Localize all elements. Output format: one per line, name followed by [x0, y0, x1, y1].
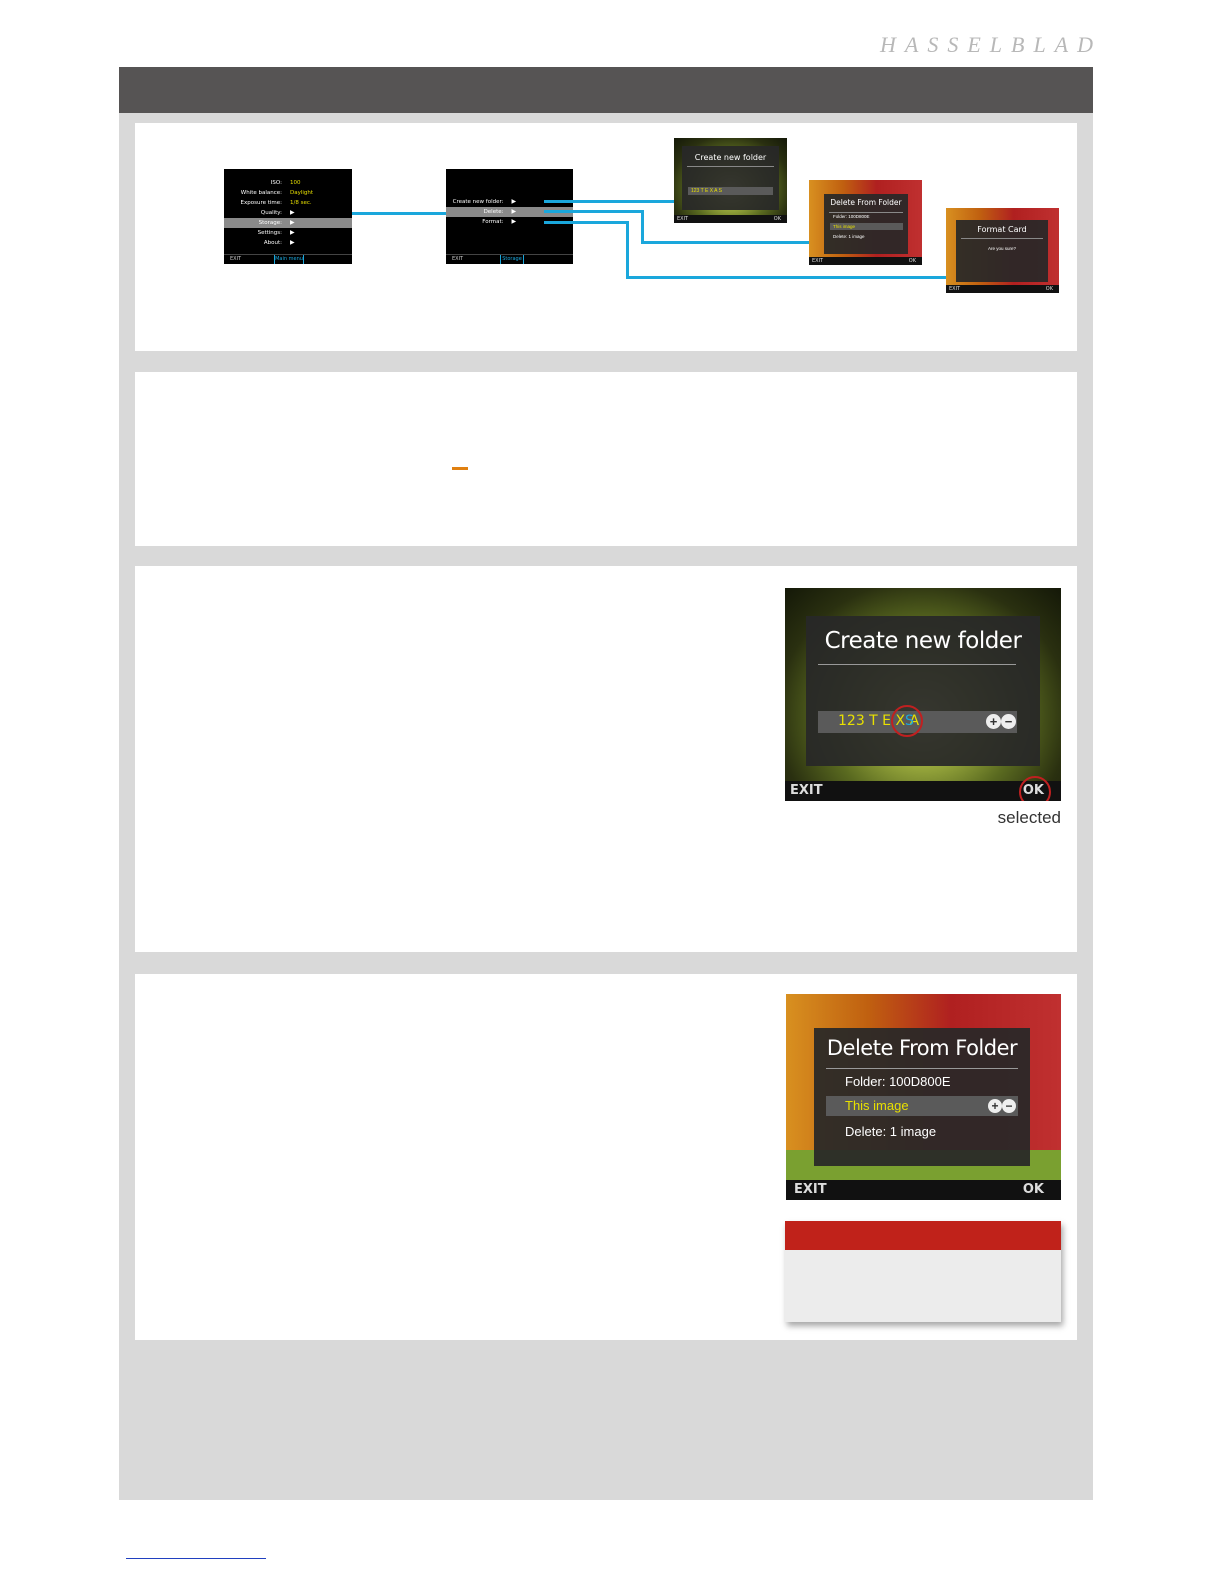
exit-button[interactable]: EXIT [794, 1182, 827, 1197]
connector-line [352, 212, 446, 215]
menu-title: Main menu [274, 255, 304, 264]
connector-line [626, 276, 946, 279]
exit-label: EXIT [949, 286, 961, 292]
selected-option-label: This image [845, 1098, 909, 1113]
menu-label: Delete: [483, 209, 504, 215]
orange-dash [452, 467, 468, 470]
menu-label: Settings: [257, 230, 282, 236]
plus-icon: + [986, 714, 1001, 729]
ok-label: OK [773, 216, 781, 222]
arrow-icon: ▶ [290, 219, 295, 226]
connector-line [544, 200, 674, 203]
arrow-icon: ▶ [290, 229, 295, 236]
note-header [785, 1221, 1061, 1250]
lcd-footer: EXIT Storage [446, 254, 573, 264]
highlight-ring [1019, 776, 1051, 801]
text-panel [135, 372, 1077, 546]
menu-label: Storage: [258, 220, 282, 226]
menu-label: Exposure time: [240, 200, 283, 206]
highlight-ring [891, 705, 923, 737]
delete-folder-thumbnail: Delete From Folder Folder: 100D800E This… [809, 180, 922, 265]
connector-line [641, 241, 809, 244]
folder-label: Folder: 100D800E [833, 214, 870, 219]
exit-label: EXIT [677, 216, 689, 222]
connector-line [626, 221, 629, 279]
arrow-icon: ▶ [290, 209, 295, 216]
exit-label: EXIT [812, 258, 824, 264]
menu-title: Storage [500, 255, 524, 264]
main-menu-screen: ISO: 100 White balance: Daylight Exposure … [224, 169, 352, 264]
dialog-title: Create new folder [694, 153, 767, 162]
ok-label: OK [1045, 286, 1053, 292]
delete-count: Delete: 1 image [833, 234, 865, 239]
connector-line [641, 210, 644, 243]
create-folder-thumbnail: Create new folder 123 T E X A S EXIT OK [674, 138, 787, 223]
delete-count: Delete: 1 image [845, 1124, 937, 1139]
arrow-icon: ▶ [511, 198, 517, 205]
minus-icon: − [1001, 714, 1016, 729]
ok-label: OK [908, 258, 916, 264]
confirm-question: Are you sure? [987, 246, 1016, 251]
lcd-footer: EXIT Main menu [224, 254, 352, 264]
menu-label: White balance: [240, 190, 282, 196]
selected-option: This image [830, 223, 903, 230]
dialog-title: Format Card [977, 225, 1027, 234]
dialog-title: Delete From Folder [826, 1036, 1018, 1060]
plus-icon: + [988, 1099, 1002, 1113]
menu-label: Format: [482, 219, 504, 225]
folder-label: Folder: 100D800E [845, 1074, 951, 1089]
menu-value: Daylight [290, 190, 314, 196]
minus-icon: − [1002, 1099, 1016, 1113]
menu-label: About: [263, 240, 282, 246]
note-box [785, 1221, 1061, 1322]
ok-button[interactable]: OK [1022, 1182, 1044, 1197]
folder-name-field: 123 T E X A S [688, 187, 773, 195]
storage-menu-screen: Create new folder: ▶ Delete: ▶ Format: ▶ EX… [446, 169, 573, 264]
menu-label: ISO: [270, 180, 282, 186]
arrow-icon: ▶ [511, 208, 517, 215]
brand-logo: HASSELBLAD [880, 32, 1102, 57]
exit-label: EXIT [452, 256, 464, 262]
delete-folder-screen: Delete From Folder Folder: 100D800E This… [786, 994, 1061, 1200]
arrow-icon: ▶ [511, 218, 517, 225]
menu-label: Create new folder: [452, 199, 504, 205]
menu-label: Quality: [260, 210, 282, 216]
create-folder-screen: Create new folder 123 T E X A S + − EXIT… [785, 588, 1061, 801]
menu-value: 1/8 sec. [290, 200, 312, 206]
connector-line [544, 210, 643, 213]
menu-value: 100 [290, 180, 301, 186]
exit-button[interactable]: EXIT [790, 783, 823, 798]
exit-label: EXIT [230, 256, 242, 262]
selected-option[interactable]: This image + − [826, 1096, 1018, 1116]
connector-line [544, 221, 628, 224]
header-bar [119, 67, 1093, 113]
caption-selected: selected [997, 808, 1061, 827]
dialog-title: Delete From Folder [830, 198, 902, 207]
dialog-title: Create new folder [824, 628, 1022, 654]
footer-link[interactable] [126, 1558, 266, 1559]
format-card-thumbnail: Format Card Are you sure? EXIT OK [946, 208, 1059, 293]
arrow-icon: ▶ [290, 239, 295, 246]
